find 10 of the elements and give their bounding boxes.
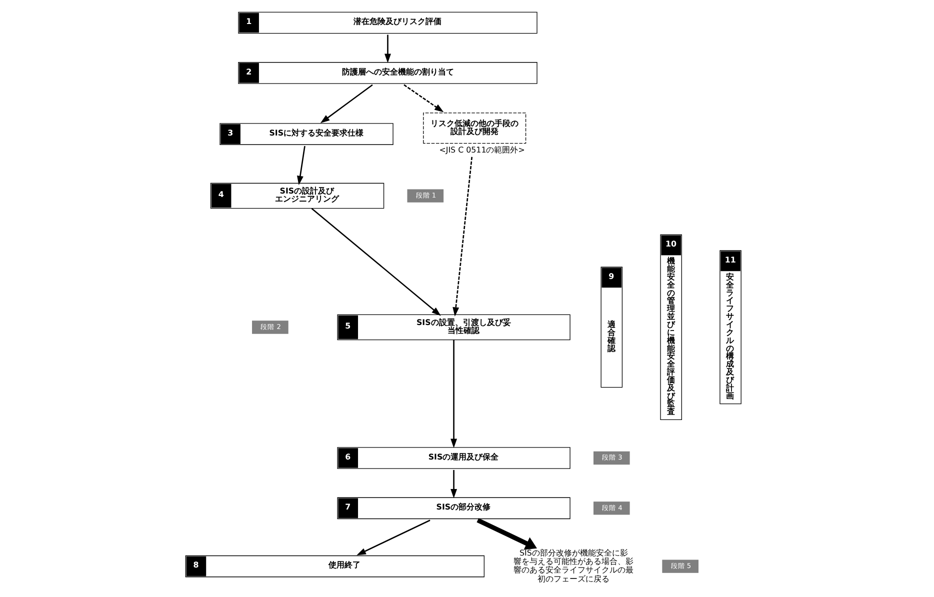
- arrow: [404, 84, 444, 112]
- arrow: [311, 208, 441, 316]
- arrow: [450, 340, 458, 448]
- arrow: [296, 146, 306, 186]
- arrow: [450, 470, 458, 498]
- arrow: [384, 34, 391, 64]
- arrow: [476, 518, 537, 550]
- arrow: [320, 84, 373, 124]
- arrow: [356, 520, 430, 556]
- arrow: [452, 156, 473, 317]
